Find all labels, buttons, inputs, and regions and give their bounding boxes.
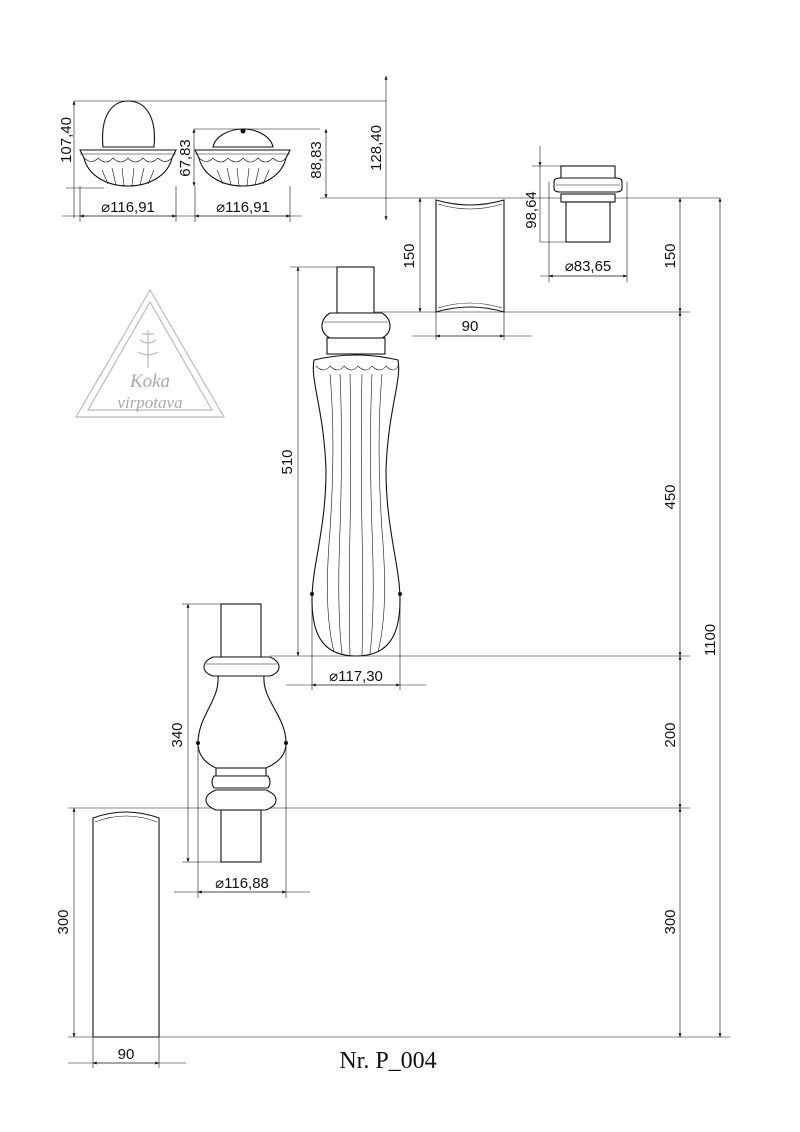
watermark-line2: virpotava — [117, 393, 182, 412]
dim-base-w: 90 — [118, 1046, 135, 1063]
base-post — [92, 811, 160, 1038]
drawing-title: Nr. P_004 — [339, 1048, 436, 1074]
top-block-dimensions: 150 90 — [320, 197, 720, 340]
fluted-baluster-dimensions: 510 ⌀117,30 — [279, 266, 426, 690]
right-dimension-chain: 150 450 200 300 1100 — [662, 197, 722, 1038]
dim-baluster-h: 510 — [279, 449, 296, 474]
dim-small-dia: ⌀83,65 — [565, 258, 612, 275]
dim-right-top: 150 — [662, 243, 679, 268]
dim-top-h-total: 128,40 — [368, 125, 385, 171]
watermark-logo: Koka virpotava — [74, 288, 226, 418]
finial-cap-view — [194, 128, 291, 187]
dim-baluster-dia: ⌀117,30 — [329, 668, 383, 685]
dim-top-h-dome: 107,40 — [58, 117, 75, 163]
dim-top-block-w: 90 — [462, 318, 479, 335]
dim-mid-h: 340 — [169, 722, 186, 747]
dim-mid-dia: ⌀116,88 — [215, 875, 269, 892]
top-left-dimensions: 107,40 67,83 88,83 128,40 ⌀116,91 ⌀116,9… — [58, 75, 388, 222]
dim-base-h: 300 — [55, 909, 72, 934]
dim-mid-seg: 200 — [662, 722, 679, 747]
small-piece — [553, 165, 623, 243]
watermark-line1: Koka — [129, 371, 170, 392]
short-baluster-dimensions: 340 ⌀116,88 — [169, 603, 310, 898]
dim-top-block-h: 150 — [401, 243, 418, 268]
small-piece-dimensions: 98,64 ⌀83,65 — [523, 146, 628, 282]
finial-dome-view — [79, 100, 177, 187]
dim-baluster-seg: 450 — [662, 484, 679, 509]
dim-top-h-mid: 88,83 — [308, 141, 325, 179]
base-post-dimensions: 300 90 — [55, 807, 186, 1068]
dim-dia-cap: ⌀116,91 — [216, 199, 270, 216]
short-baluster — [196, 603, 288, 863]
dim-base-seg-right: 300 — [662, 909, 679, 934]
top-block — [435, 199, 505, 313]
fluted-baluster — [310, 266, 402, 657]
dim-small-h: 98,64 — [523, 191, 540, 229]
dim-top-h-cap: 67,83 — [177, 139, 194, 177]
dim-total: 1100 — [702, 624, 719, 656]
dim-dia-dome: ⌀116,91 — [101, 199, 155, 216]
